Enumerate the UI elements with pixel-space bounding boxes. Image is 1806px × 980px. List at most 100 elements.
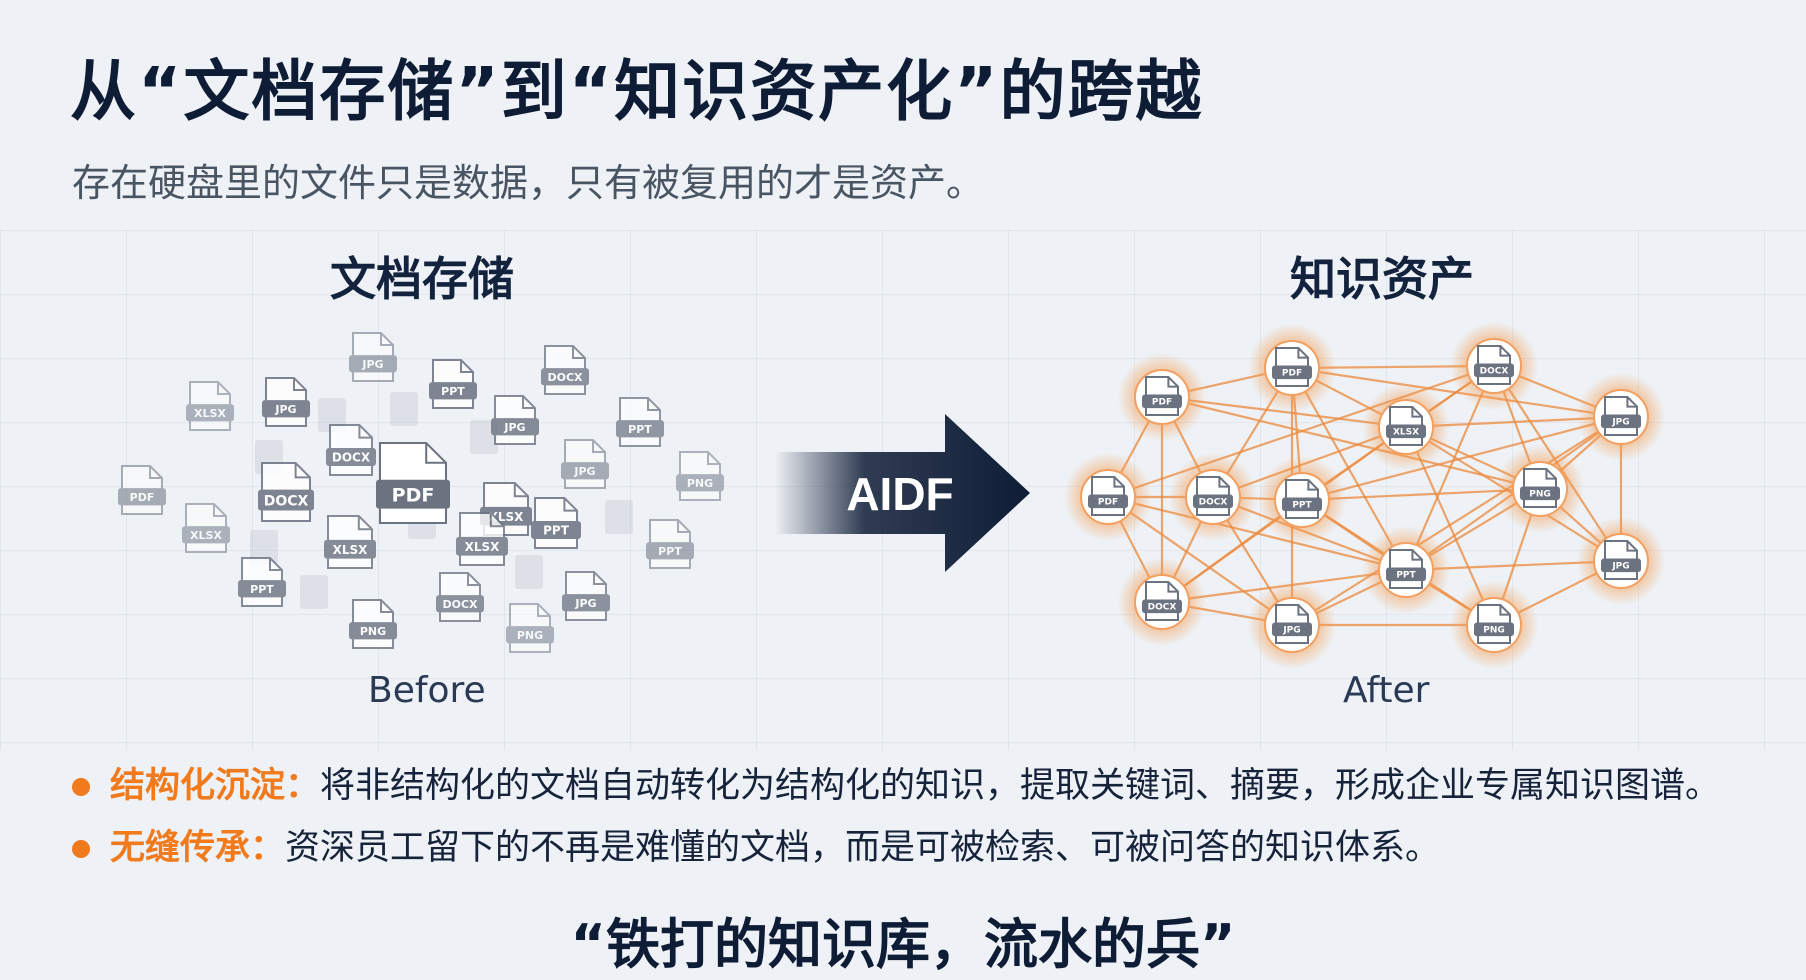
network-edge [1301, 415, 1622, 502]
network-nodes: PDF PDF DOCX XLSX JPG PDF DOCX PPT PNG PPT JPG DOCX… [1064, 322, 1665, 669]
file-type-label: PPT [628, 423, 652, 436]
before-caption: Before [368, 670, 486, 711]
file-type-label: PPT [543, 524, 570, 538]
bullet-item: 结构化沉淀：将非结构化的文档自动转化为结构化的知识，提取关键词、摘要，形成企业专… [70, 766, 1720, 806]
file-type-label: JPG [1611, 562, 1629, 572]
bullet-heading: 无缝传承： [110, 828, 286, 868]
file-type-label: PDF [1282, 369, 1302, 379]
knowledge-node: PDF [1118, 353, 1206, 441]
knowledge-node: PPT [1362, 526, 1450, 614]
ghost-document [515, 555, 543, 589]
file-type-label: PDF [1152, 398, 1172, 408]
aidf-arrow: AIDF [775, 414, 1030, 572]
file-icon: JPG [262, 377, 310, 427]
file-type-label: DOCX [1148, 603, 1177, 613]
knowledge-node: DOCX [1169, 453, 1257, 541]
node-file-icon: DOCX [1193, 476, 1233, 516]
bullet-text: 资深员工留下的不再是难懂的文档，而是可被检索、可被问答的知识体系。 [285, 828, 1441, 868]
network-edge [1107, 364, 1495, 499]
file-type-label: PDF [1098, 498, 1118, 508]
ghost-document [250, 530, 278, 564]
bullet-dot-icon [72, 778, 90, 796]
node-file-icon: XLSX [1386, 406, 1426, 446]
bullet-heading: 结构化沉淀： [110, 766, 321, 806]
knowledge-node: JPG [1577, 517, 1665, 605]
file-type-label: DOCX [547, 371, 583, 384]
node-file-icon: DOCX [1142, 581, 1182, 621]
file-icon: PNG [506, 603, 554, 653]
file-type-label: JPG [1611, 418, 1629, 428]
file-icon: JPG [491, 395, 539, 445]
file-type-label: DOCX [1199, 498, 1228, 508]
knowledge-node: PDF [1064, 453, 1152, 541]
node-file-icon: JPG [1601, 540, 1641, 580]
scattered-files: JPG XLSX JPG PPT DOCX JPG PPT PDF DOCX DOCX PDF XLS… [118, 332, 724, 653]
file-icon: DOCX [436, 572, 484, 622]
file-type-label: JPG [274, 403, 296, 416]
network-edge [1161, 395, 1541, 491]
file-icon: JPG [562, 571, 610, 621]
file-type-label: XLSX [1393, 428, 1419, 438]
node-file-icon: PNG [1474, 604, 1514, 644]
ghost-document [300, 575, 328, 609]
bullet-dot-icon [72, 840, 90, 858]
file-icon: PNG [676, 451, 724, 501]
knowledge-node: JPG [1577, 373, 1665, 461]
file-type-label: PPT [1292, 501, 1312, 511]
file-type-label: PDF [392, 484, 435, 506]
file-icon: DOCX [541, 345, 589, 395]
page-subtitle: 存在硬盘里的文件只是数据，只有被复用的才是资产。 [72, 161, 985, 205]
knowledge-node: PDF [1248, 324, 1336, 412]
knowledge-node: PNG [1496, 445, 1584, 533]
bullet-item: 无缝传承：资深员工留下的不再是难懂的文档，而是可被检索、可被问答的知识体系。 [70, 828, 1720, 868]
file-type-label: JPG [1282, 626, 1300, 636]
file-icon: PPT [616, 397, 664, 447]
closing-quote: “铁打的知识库，流水的兵” [570, 913, 1236, 976]
file-icon: PPT [429, 359, 477, 409]
file-type-label: PPT [1396, 571, 1416, 581]
node-file-icon: PDF [1142, 376, 1182, 416]
knowledge-node: PPT [1258, 456, 1346, 544]
file-type-label: PNG [687, 477, 713, 490]
right-panel-heading: 知识资产 [1290, 252, 1474, 306]
network-edge [1291, 416, 1622, 626]
file-type-label: PNG [1483, 626, 1505, 636]
file-type-label: PPT [658, 545, 682, 558]
file-type-label: JPG [361, 358, 383, 371]
node-file-icon: PNG [1520, 468, 1560, 508]
left-panel-heading: 文档存储 [330, 252, 514, 306]
file-type-label: JPG [573, 465, 595, 478]
knowledge-node: PNG [1450, 581, 1538, 669]
file-type-label: XLSX [190, 529, 222, 542]
node-file-icon: PPT [1282, 479, 1322, 519]
file-icon: JPG [349, 332, 397, 382]
aidf-label: AIDF [846, 468, 953, 520]
file-type-label: DOCX [264, 493, 309, 509]
node-file-icon: DOCX [1474, 345, 1514, 385]
node-file-icon: PPT [1386, 549, 1426, 589]
node-file-icon: PDF [1088, 476, 1128, 516]
file-type-label: PDF [130, 491, 155, 504]
node-file-icon: PDF [1272, 347, 1312, 387]
node-file-icon: JPG [1601, 396, 1641, 436]
file-icon: PPT [531, 497, 581, 549]
knowledge-node: DOCX [1118, 558, 1206, 646]
knowledge-node: XLSX [1362, 383, 1450, 471]
file-type-label: XLSX [465, 540, 501, 554]
file-icon: PDF [376, 442, 450, 524]
file-type-label: JPG [574, 597, 596, 610]
file-icon: DOCX [258, 462, 314, 522]
ghost-document [390, 392, 418, 426]
file-type-label: DOCX [332, 451, 371, 465]
file-icon: PNG [349, 599, 397, 649]
file-type-label: PNG [517, 629, 543, 642]
file-type-label: DOCX [1480, 367, 1509, 377]
ghost-document [318, 398, 346, 432]
file-type-label: XLSX [333, 543, 369, 557]
file-type-label: JPG [503, 421, 525, 434]
file-type-label: PPT [250, 583, 274, 596]
file-type-label: PPT [441, 385, 465, 398]
knowledge-node: JPG [1248, 581, 1336, 669]
bullet-list: 结构化沉淀：将非结构化的文档自动转化为结构化的知识，提取关键词、摘要，形成企业专… [70, 766, 1720, 890]
